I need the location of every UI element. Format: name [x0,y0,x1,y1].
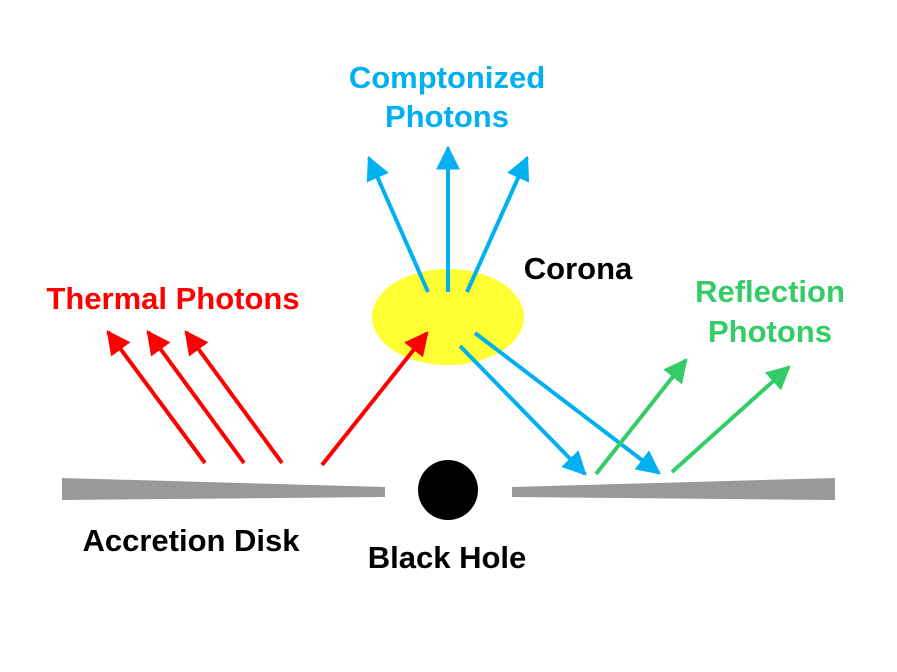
thermal-to-corona-arrow [320,331,429,467]
thermal-arrow-1 [106,330,207,465]
comptonized-arrow-right [465,155,530,293]
reflection-arrow-1 [594,358,688,476]
reflection-label-line1: Reflection [695,274,845,309]
comptonized-to-disk-arrow-2 [473,331,661,475]
thermal-photons-label: Thermal Photons [46,281,299,316]
comptonized-label-line2: Photons [385,99,509,134]
comptonized-to-disk-arrow-1 [458,344,587,476]
accretion-disk-right [512,478,835,500]
accretion-disk-left [62,478,385,500]
black-hole [418,460,478,520]
reflection-label-line2: Photons [708,314,832,349]
black-hole-label: Black Hole [368,540,527,575]
accretion-disk-label: Accretion Disk [82,523,300,558]
reflection-arrow-2 [670,365,791,474]
thermal-arrow-2 [146,330,246,465]
comptonized-label-line1: Comptonized [349,60,545,95]
thermal-arrow-3 [184,330,284,465]
corona-label: Corona [524,251,633,286]
comptonized-arrow-left [366,155,430,293]
